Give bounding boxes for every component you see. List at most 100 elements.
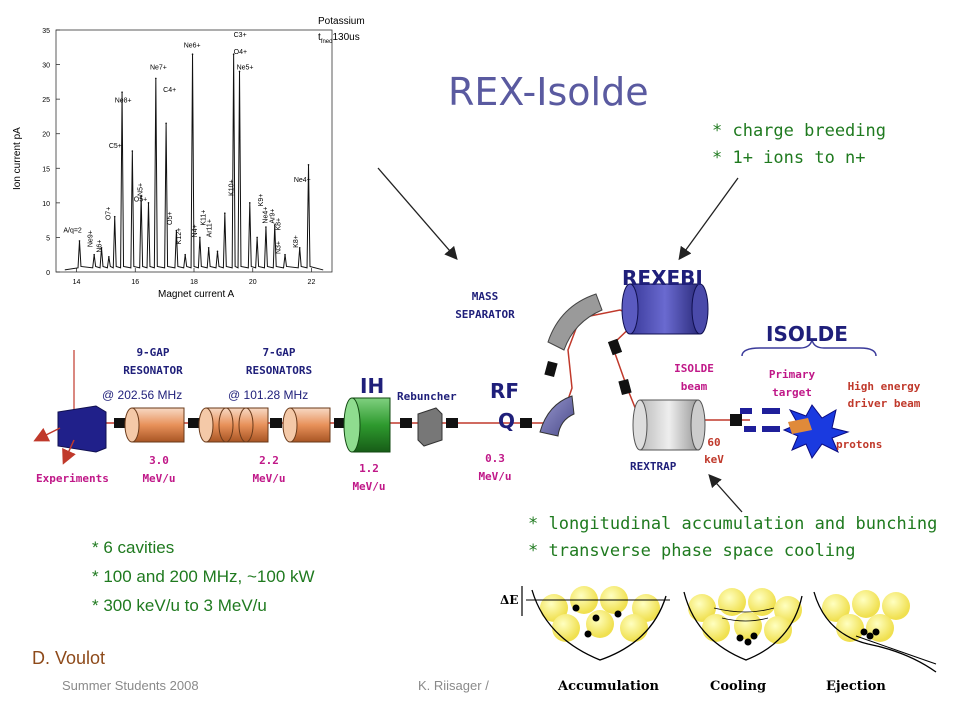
spectrum-peak — [298, 247, 301, 249]
note-line: * transverse phase space cooling — [528, 541, 856, 561]
peak-label: O5+ — [167, 212, 174, 225]
spectrum-peak — [256, 236, 258, 239]
y-tick-label: 25 — [42, 97, 50, 104]
spectrum-peak — [199, 236, 201, 239]
x-tick-label: 18 — [190, 279, 198, 286]
peak-label: Ne5+ — [237, 64, 254, 71]
peak-label: N3+ — [276, 241, 283, 254]
spectrum-peak — [248, 202, 251, 204]
pointer-arrow-rextrap — [708, 474, 743, 513]
experiments-arrow-2 — [62, 439, 76, 465]
isolde-brace — [741, 339, 877, 357]
spectrum-peak — [140, 195, 142, 197]
seven-gap-resonators — [198, 407, 331, 443]
rextrap-label: REXTRAP — [630, 460, 677, 473]
quadrupoles — [114, 338, 742, 428]
peak-label: C5+ — [109, 143, 122, 150]
spectrum-peak — [207, 247, 210, 249]
nine-gap-frequency: @ 202.56 MHz — [102, 388, 183, 402]
nine-gap-resonator — [124, 407, 185, 443]
ejection-label: Ejection — [826, 679, 886, 694]
peak-label: O5+ — [134, 196, 147, 203]
spectrum-peak — [165, 122, 167, 125]
delta-e-label: ΔE — [500, 593, 518, 607]
x-tick-label: 16 — [131, 279, 139, 286]
spectrum-peak — [93, 253, 95, 256]
peak-label: K11+ — [201, 210, 208, 226]
isolde-label: ISOLDE — [766, 322, 848, 346]
peak-label: Ne4+ — [294, 177, 311, 184]
y-tick-label: 10 — [42, 201, 50, 208]
y-tick-label: 35 — [42, 28, 50, 35]
y-tick-label: 30 — [42, 63, 50, 70]
spectrum-peak — [175, 229, 178, 232]
y-tick-label: 0 — [46, 270, 50, 277]
y-tick-label: 15 — [42, 166, 50, 173]
spectrum-peak — [100, 247, 103, 249]
spectrum-peak — [155, 77, 157, 80]
footer-left: Summer Students 2008 — [62, 678, 199, 693]
note-line: * longitudinal accumulation and bunching — [528, 514, 938, 534]
peak-label: N5+ — [138, 183, 145, 196]
spectrum-peak — [121, 91, 123, 94]
pointer-arrow-spectrum — [377, 167, 458, 260]
rebuncher-block — [417, 407, 443, 447]
spectrum-peak — [131, 150, 134, 152]
ih-label: IH — [360, 374, 385, 398]
spectrum-x-axis-label: Magnet current A — [158, 289, 234, 300]
peak-label: O7+ — [105, 207, 112, 220]
peak-label: Ar11+ — [207, 219, 214, 237]
spectrum-peak — [108, 255, 110, 258]
charge-breeding-notes: * charge breeding * 1+ ions to n+ — [712, 118, 886, 172]
spectrum-peak — [284, 253, 286, 256]
page-title: REX-Isolde — [448, 70, 649, 114]
trap-phase-illustration: ΔE Accumulation Cooling Ejection — [500, 586, 937, 694]
spectrum-peak — [238, 70, 241, 73]
protons-label: protons — [836, 438, 883, 451]
peak-label: Ne7+ — [150, 64, 167, 71]
peak-label: Ar9+ — [270, 209, 277, 224]
spectrum-legend-line1: Potassium — [318, 16, 365, 27]
experiments-label: Experiments — [36, 472, 109, 485]
note-line: * 1+ ions to n+ — [712, 148, 866, 168]
spectrum-peak — [307, 164, 310, 166]
peak-label: K8+ — [276, 218, 283, 231]
peak-label: N6+ — [97, 240, 104, 253]
peak-label: Ne9+ — [88, 230, 95, 247]
peak-label: O4+ — [234, 49, 247, 56]
seven-gap-frequency: @ 101.28 MHz — [228, 388, 309, 402]
ejection-panel — [813, 590, 937, 673]
note-line: * 100 and 200 MHz, ~100 kW — [92, 567, 315, 586]
note-line: * 6 cavities — [92, 538, 175, 557]
linac-notes: * 6 cavities * 100 and 200 MHz, ~100 kW … — [92, 533, 315, 620]
spectrum-peak — [232, 53, 235, 55]
cooling-panel — [683, 588, 803, 661]
note-line: * 300 keV/u to 3 MeV/u — [92, 596, 267, 615]
experiments-block — [57, 405, 107, 453]
pointer-arrow-rexebi — [678, 177, 739, 261]
author: D. Voulot — [32, 648, 106, 668]
note-line: * charge breeding — [712, 121, 886, 141]
peak-label: K8+ — [293, 235, 300, 248]
peak-label: K12+ — [176, 228, 183, 245]
rexebi-cylinder — [621, 283, 709, 335]
spectrum-legend-line2: tfned130us — [318, 32, 360, 45]
x-tick-label: 14 — [73, 279, 81, 286]
accumulation-label: Accumulation — [557, 679, 660, 694]
peak-label: C3+ — [234, 32, 247, 39]
peak-label: C4+ — [163, 87, 176, 94]
target-elements — [740, 408, 780, 432]
rextrap-cylinder — [632, 399, 706, 451]
